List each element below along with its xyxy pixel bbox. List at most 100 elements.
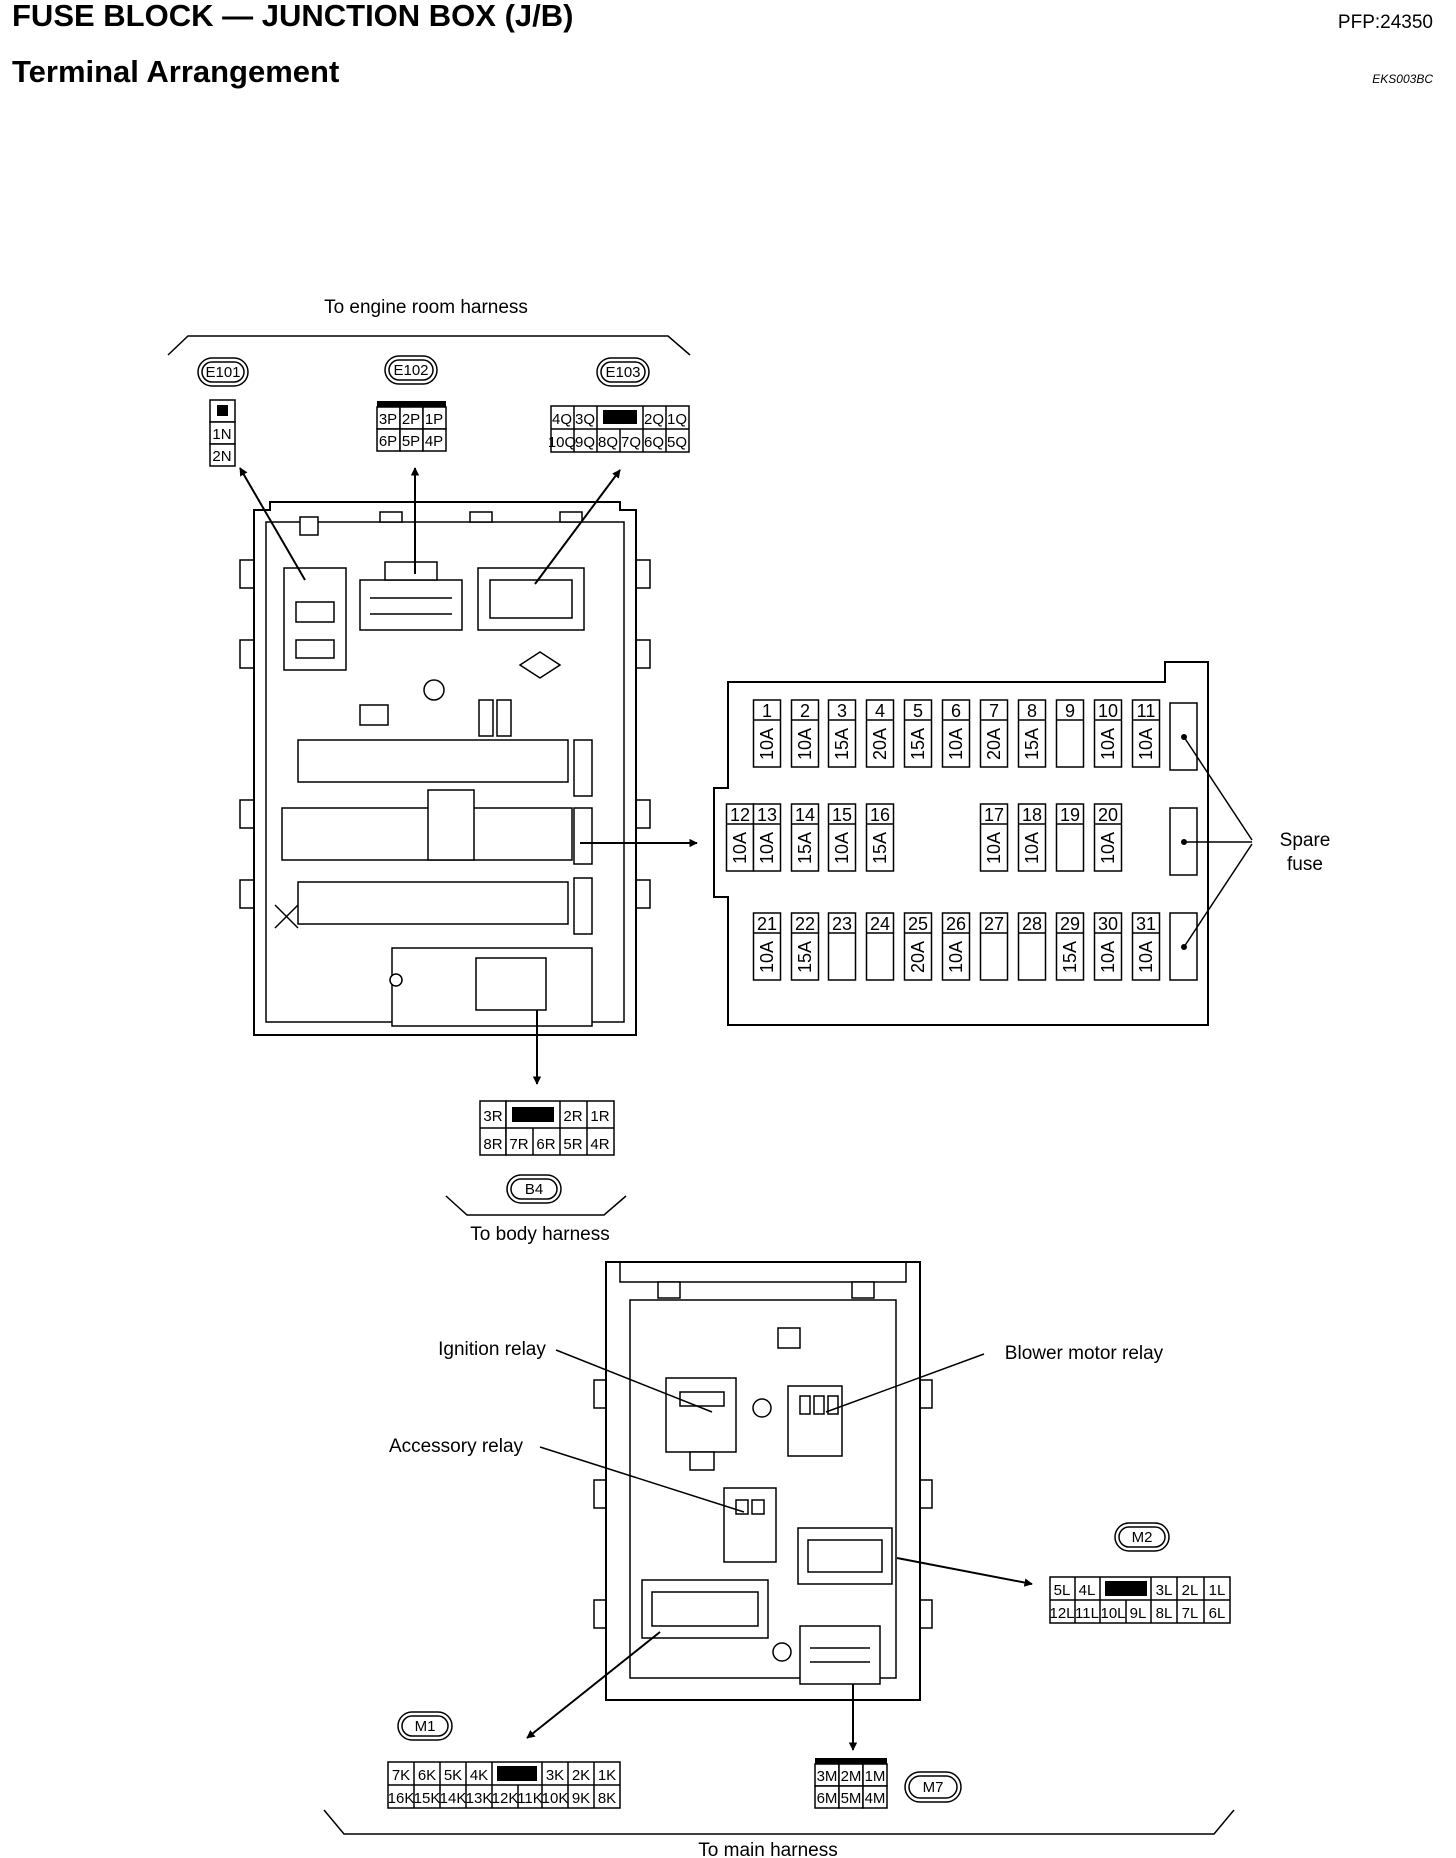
svg-text:4M: 4M [865,1790,886,1807]
svg-text:E102: E102 [393,362,428,379]
fuse-number: 3 [837,701,847,721]
fuse-number: 15 [832,805,852,825]
svg-text:1Q: 1Q [667,411,687,428]
fuse-amperage: 15A [795,832,815,864]
svg-text:6P: 6P [379,433,397,450]
body-harness-label: To body harness [470,1224,609,1245]
b4-key-block [512,1107,554,1122]
main-harness-label: To main harness [698,1840,837,1858]
fuse-number: 2 [800,701,810,721]
svg-text:10K: 10K [542,1790,569,1807]
fuse-number: 10 [1098,701,1118,721]
fuse-number: 17 [984,805,1004,825]
fuse-number: 1 [762,701,772,721]
fuse-number: 13 [757,805,777,825]
svg-text:5R: 5R [563,1136,582,1153]
fuse-number: 25 [908,914,928,934]
arrow-m1 [526,1631,661,1739]
fuse-amperage: 15A [908,728,928,760]
svg-text:3L: 3L [1156,1582,1173,1599]
svg-text:8R: 8R [483,1136,502,1153]
arrow-e101 [239,467,306,581]
svg-text:2P: 2P [402,411,420,428]
fuse-amperage: 15A [832,728,852,760]
svg-text:5L: 5L [1054,1582,1071,1599]
svg-text:8L: 8L [1156,1605,1173,1622]
fuse-amperage: 10A [757,941,777,973]
fuse-amperage: 20A [870,728,890,760]
svg-text:2Q: 2Q [644,411,664,428]
svg-text:9K: 9K [572,1790,590,1807]
fuse-amperage: 10A [1098,728,1118,760]
main-harness-bracket [323,1809,1235,1835]
connector-e103-table: 4Q 3Q 2Q 1Q 10Q 9Q 8Q 7Q 6Q 5Q [548,405,690,453]
engine-harness-label: To engine room harness [324,297,528,318]
blower-motor-relay-leader [825,1353,985,1413]
fuse-23: 23 [827,912,857,981]
connector-id-m1: M1 [397,1711,453,1741]
svg-text:4Q: 4Q [552,411,572,428]
fuse-27: 27 [979,912,1009,981]
connector-m7-table: 3M 2M 1M 6M 5M 4M [814,1758,888,1809]
svg-text:7K: 7K [392,1767,410,1784]
fuse-amperage: 10A [757,728,777,760]
fuse-number: 20 [1098,805,1118,825]
connector-id-e103: E103 [596,357,650,387]
fuse-number: 29 [1060,914,1080,934]
svg-text:5K: 5K [444,1767,462,1784]
spare-fuse-label-line2: fuse [1287,854,1323,875]
page-subtitle: Terminal Arrangement [12,54,339,89]
svg-text:3R: 3R [483,1108,502,1125]
svg-text:6M: 6M [817,1790,838,1807]
fuse-amperage: 10A [1136,728,1156,760]
svg-text:6L: 6L [1209,1605,1226,1622]
svg-text:12L: 12L [1049,1605,1074,1622]
spare-fuse-slots [1169,702,1253,981]
fuse-amperage: 10A [984,832,1004,864]
svg-text:7Q: 7Q [621,434,641,451]
part-code: PFP:24350 [1338,12,1433,33]
fuse-number: 11 [1137,701,1156,721]
svg-text:9L: 9L [1130,1605,1147,1622]
svg-text:B4: B4 [525,1181,543,1198]
svg-text:1P: 1P [425,411,443,428]
fuse-amperage: 10A [757,832,777,864]
fuse-number: 27 [984,914,1004,934]
svg-text:12K: 12K [492,1790,519,1807]
fuse-amperage: 15A [1060,941,1080,973]
m1-key-block [497,1766,537,1781]
e101-key-block [217,405,228,416]
svg-text:9Q: 9Q [575,434,595,451]
fuse-number: 9 [1065,701,1075,721]
fuse-amperage: 10A [1022,832,1042,864]
fuse-number: 19 [1060,805,1080,825]
fuse-number: 26 [946,914,966,934]
svg-text:6K: 6K [418,1767,436,1784]
svg-text:2K: 2K [572,1767,590,1784]
arrow-m2 [896,1557,1033,1587]
connector-id-e102: E102 [384,355,438,385]
fuse-amperage: 15A [870,832,890,864]
svg-text:16K: 16K [388,1790,415,1807]
spare-fuse-label-line1: Spare [1280,830,1331,851]
svg-text:4R: 4R [590,1136,609,1153]
connector-id-m2: M2 [1114,1522,1170,1552]
svg-text:10L: 10L [1100,1605,1125,1622]
e103-key-block [603,410,637,424]
fuse-amperage: 10A [946,941,966,973]
junction-box-front [239,501,651,1036]
fuse-number: 4 [875,701,885,721]
